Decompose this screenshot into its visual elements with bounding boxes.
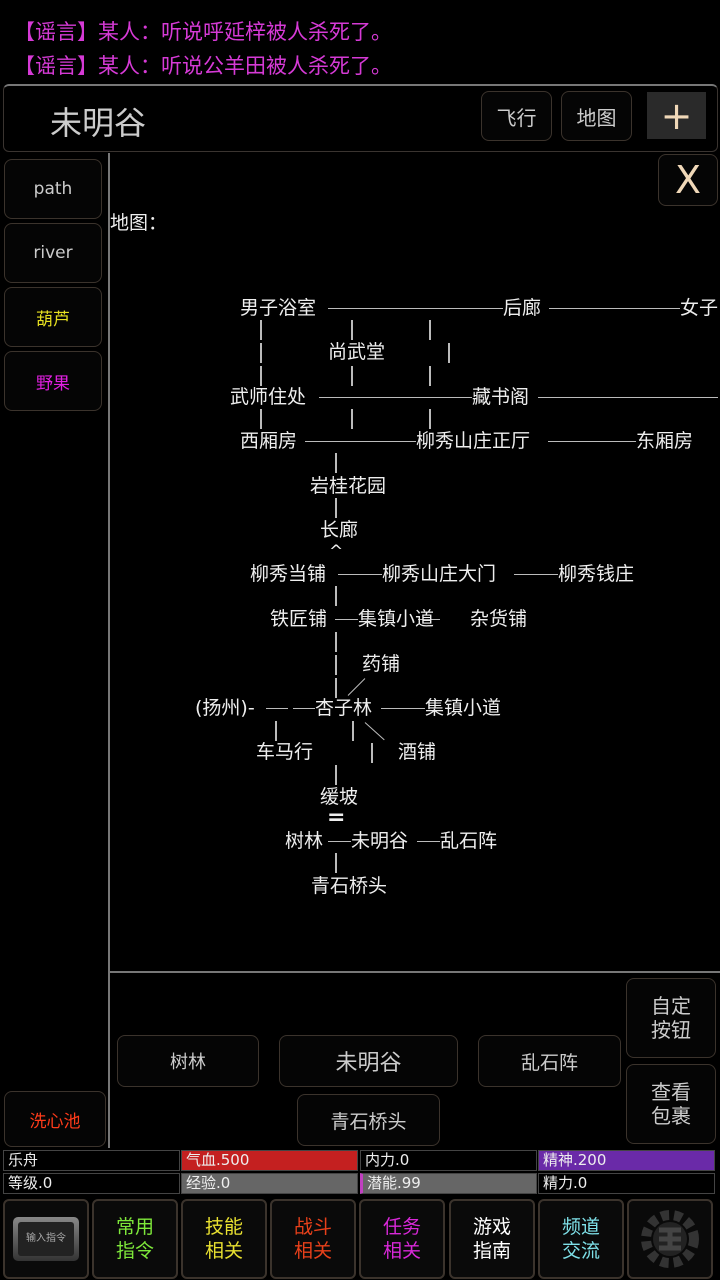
nav-channels[interactable]: 频道 交流 — [538, 1199, 624, 1279]
label: 输入指令 — [18, 1222, 74, 1256]
jingshen-bar: 精神.200 — [538, 1150, 715, 1171]
map-place[interactable]: 车马行 — [256, 741, 314, 763]
map-label: 地图： — [110, 212, 168, 234]
exit-here-button[interactable]: 未明谷 — [279, 1035, 458, 1087]
level-stat: 等级.0 — [3, 1173, 180, 1194]
view-bag-button[interactable]: 查看 包裹 — [626, 1064, 716, 1144]
input-command-button[interactable]: 输入指令 — [3, 1199, 89, 1279]
map-place[interactable]: 柳秀山庄正厅 — [416, 430, 531, 452]
nav-quests[interactable]: 任务 相关 — [359, 1199, 445, 1279]
gear-icon — [641, 1210, 699, 1268]
map-place[interactable]: 乱石阵 — [440, 830, 498, 852]
map-place[interactable]: 未明谷 — [351, 830, 409, 852]
sidebar-item-river[interactable]: river — [4, 223, 102, 283]
map-place[interactable]: 铁匠铺 — [270, 608, 328, 630]
map-place[interactable]: 后廊 — [503, 297, 542, 319]
map-place[interactable]: 藏书阁 — [472, 386, 530, 408]
map-place[interactable]: 青石桥头 — [311, 875, 388, 897]
nav-skills[interactable]: 技能 相关 — [181, 1199, 267, 1279]
map-place[interactable]: 柳秀山庄大门 — [382, 563, 497, 585]
map-place[interactable]: 岩桂花园 — [310, 475, 387, 497]
nav-combat[interactable]: 战斗 相关 — [270, 1199, 356, 1279]
map-place[interactable]: 武师住处 — [230, 386, 307, 408]
exit-west-button[interactable]: 树林 — [117, 1035, 259, 1087]
map-place[interactable]: 长廊 — [320, 519, 359, 541]
map-place[interactable]: 柳秀钱庄 — [558, 563, 635, 585]
exit-south-button[interactable]: 青石桥头 — [297, 1094, 440, 1146]
map-place[interactable]: 西厢房 — [240, 430, 298, 452]
map-place[interactable]: 柳秀当铺 — [250, 563, 327, 585]
custom-button[interactable]: 自定 按钮 — [626, 978, 716, 1058]
exit-east-button[interactable]: 乱石阵 — [478, 1035, 621, 1087]
equal-symbol: = — [327, 805, 346, 830]
label: 葫芦 — [36, 309, 70, 330]
map-button[interactable]: 地图 — [561, 91, 632, 141]
map-place[interactable]: 女子 — [680, 297, 719, 319]
fly-button[interactable]: 飞行 — [481, 91, 552, 141]
sidebar-item-gourd[interactable]: 葫芦 — [4, 287, 102, 347]
label: river — [33, 243, 73, 263]
map-place[interactable]: 树林 — [285, 830, 324, 852]
label: 野果 — [36, 373, 70, 394]
sidebar-item-path[interactable]: path — [4, 159, 102, 219]
location-title: 未明谷 — [50, 104, 147, 142]
jingli-stat: 精力.0 — [538, 1173, 715, 1194]
close-button[interactable]: X — [658, 154, 718, 206]
plus-button[interactable]: + — [647, 92, 706, 139]
map-place[interactable]: 集镇小道 — [358, 608, 435, 630]
player-name: 乐舟 — [3, 1150, 180, 1171]
potential-bar: 潜能.99 — [360, 1173, 537, 1194]
divider — [108, 153, 110, 1148]
label: path — [33, 179, 73, 199]
map-place[interactable]: 酒铺 — [398, 741, 437, 763]
map-place[interactable]: 缓坡 — [320, 786, 359, 808]
rumor-message: 【谣言】某人：听说公羊田被人杀死了。 — [14, 54, 392, 78]
divider — [110, 971, 720, 973]
keyboard-icon: 输入指令 — [13, 1217, 79, 1261]
nav-guide[interactable]: 游戏 指南 — [449, 1199, 535, 1279]
sidebar-item-xixinchi[interactable]: 洗心池 — [4, 1091, 106, 1147]
map-place[interactable]: 杏子林 — [315, 697, 373, 719]
map-place[interactable]: 集镇小道 — [425, 697, 502, 719]
rumor-message: 【谣言】某人：听说呼延梓被人杀死了。 — [14, 20, 392, 44]
neili-bar: 内力.0 — [360, 1150, 537, 1171]
hp-bar: 气血.500 — [181, 1150, 358, 1171]
settings-gear-button[interactable] — [627, 1199, 713, 1279]
label: 洗心池 — [29, 1111, 81, 1132]
location-header — [3, 84, 718, 152]
map-place[interactable]: (扬州)- — [195, 697, 255, 719]
map-place[interactable]: 男子浴室 — [240, 297, 317, 319]
map-place[interactable]: 东厢房 — [636, 430, 694, 452]
map-place[interactable]: 杂货铺 — [470, 608, 528, 630]
map-place[interactable]: 药铺 — [362, 653, 401, 675]
sidebar-item-wild-fruit[interactable]: 野果 — [4, 351, 102, 411]
up-symbol: ^ — [329, 542, 344, 562]
map-place[interactable]: 尚武堂 — [328, 341, 386, 363]
nav-common-commands[interactable]: 常用 指令 — [92, 1199, 178, 1279]
exp-bar: 经验.0 — [181, 1173, 358, 1194]
